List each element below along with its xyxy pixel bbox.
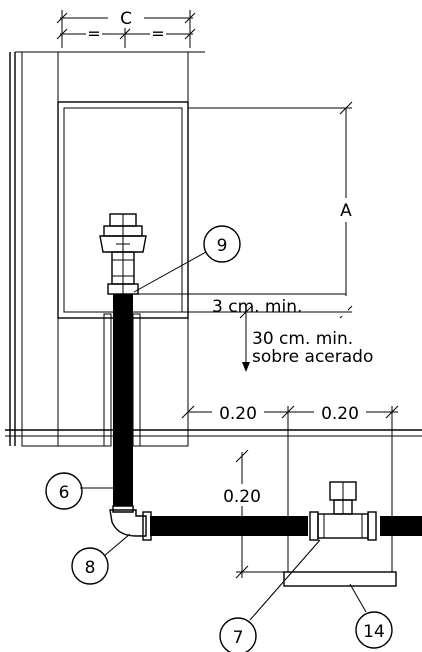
label-3cm: 3 cm. min.: [212, 297, 302, 317]
callout-9-label: 9: [217, 236, 228, 256]
dimension-020-horizontal: 0.20 0.20: [181, 402, 399, 572]
callout-8: 8: [71, 533, 131, 585]
label-equal-right: =: [151, 24, 164, 43]
wall: [9, 51, 205, 447]
callout-6: 6: [45, 472, 114, 510]
dimension-30cm: 30 cm. min. sobre acerado: [239, 305, 373, 372]
label-30cm-line1: 30 cm. min.: [252, 329, 353, 349]
label-020-left: 0.20: [219, 404, 257, 424]
callout-14: 14: [349, 583, 393, 649]
gravel-bed: [283, 571, 397, 587]
callout-9: 9: [133, 225, 241, 293]
label-020-vertical: 0.20: [223, 487, 261, 507]
dimension-a: A: [188, 101, 358, 319]
dimension-020-vertical: 0.20: [216, 449, 296, 579]
callout-7: 7: [219, 539, 321, 652]
callout-7-label: 7: [233, 628, 244, 648]
label-30cm-line2: sobre acerado: [252, 347, 373, 367]
label-equal-left: =: [87, 24, 100, 43]
callout-6-label: 6: [59, 483, 70, 503]
label-a: A: [340, 201, 352, 221]
callout-14-label: 14: [363, 622, 385, 642]
label-020-right: 0.20: [321, 404, 359, 424]
horizontal-pipe: [150, 516, 422, 536]
label-c: C: [120, 9, 132, 29]
tee-7: [309, 481, 377, 541]
dimension-3cm: 3 cm. min.: [138, 293, 352, 317]
ground-line: [5, 429, 422, 437]
dimension-c: C = =: [56, 6, 196, 48]
valve-9: [99, 213, 147, 295]
callout-8-label: 8: [85, 558, 96, 578]
elbow-8: [109, 505, 152, 541]
riser-pipe: [113, 294, 133, 506]
